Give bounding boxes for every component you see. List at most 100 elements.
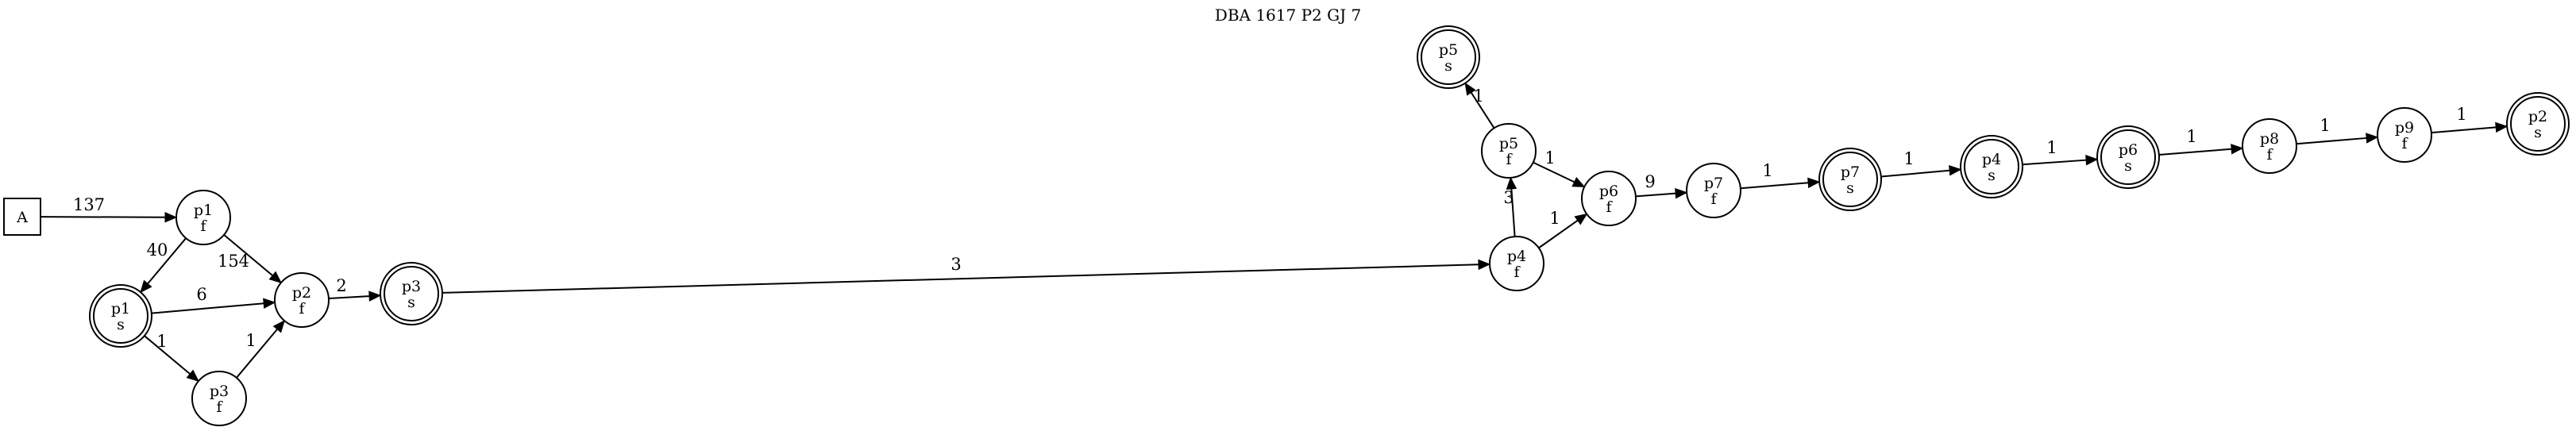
- edge-line: [223, 234, 273, 276]
- arrowhead: [186, 369, 199, 382]
- arrowhead: [164, 212, 178, 223]
- edge-line: [144, 335, 191, 375]
- edge-p3s-to-p4f: 3: [442, 255, 1491, 294]
- node-label-state: f: [216, 398, 223, 416]
- node-p3s: p3s: [380, 262, 443, 325]
- edge-line: [1635, 192, 1676, 198]
- node-label: A: [16, 209, 28, 226]
- node-label-state: f: [200, 217, 207, 235]
- node-label-state: f: [1606, 198, 1613, 216]
- arrowhead: [272, 320, 285, 333]
- node-p6f: p6f: [1581, 171, 1637, 226]
- node-circle: [2510, 96, 2566, 152]
- edge-label: 1: [1473, 87, 1483, 106]
- edge-label: 1: [1903, 149, 1914, 168]
- node-label-state: s: [1988, 167, 1996, 184]
- edge-p1f-to-p1s: 40: [140, 237, 187, 294]
- node-circle: [93, 288, 148, 344]
- edge-label: 3: [951, 255, 961, 274]
- graph-title: DBA 1617 P2 GJ 7: [1215, 6, 1361, 25]
- node-p2f: p2f: [274, 272, 330, 328]
- arrowhead: [263, 298, 276, 309]
- node-label-state: f: [299, 300, 306, 317]
- edge-p6s-to-p8f: 1: [2158, 127, 2244, 156]
- edge-label: 154: [218, 252, 249, 271]
- node-label-name: p3: [402, 278, 421, 295]
- node-label-name: p5: [1439, 41, 1458, 59]
- node-label-name: p4: [1982, 151, 2001, 168]
- node-label-state: s: [407, 294, 415, 311]
- edge-p4f-to-p6f: 1: [1538, 209, 1588, 249]
- edge-line: [1470, 92, 1495, 129]
- node-label-name: p3: [210, 383, 229, 400]
- edge-line: [1740, 182, 1809, 190]
- node-circle: [1421, 29, 1476, 85]
- edge-line: [2158, 148, 2232, 156]
- node-circle: [1822, 152, 1878, 207]
- node-label-name: p1: [111, 300, 130, 317]
- node-label-state: f: [1710, 190, 1718, 208]
- edge-label: 2: [336, 276, 346, 295]
- node-label-name: p7: [1704, 175, 1723, 192]
- node-circle: [2377, 107, 2432, 163]
- node-label-name: p6: [1599, 183, 1618, 200]
- node-circle: [384, 266, 439, 321]
- arrowhead: [1506, 176, 1517, 190]
- edge-p8f-to-p9f: 1: [2296, 116, 2379, 145]
- edge-p1f-to-p2f: 154: [218, 234, 282, 283]
- node-box: [3, 198, 41, 236]
- edge-line: [1880, 169, 1950, 178]
- node-p9f: p9f: [2377, 107, 2432, 163]
- node-A: A: [3, 198, 41, 236]
- node-p1f: p1f: [175, 190, 231, 245]
- arrowhead: [140, 279, 152, 294]
- edge-line: [2431, 126, 2497, 134]
- edge-p4s-to-p6s: 1: [2022, 138, 2099, 166]
- node-p6s: p6s: [2096, 125, 2160, 189]
- edge-label: 1: [1549, 209, 1560, 228]
- edge-line: [147, 237, 187, 285]
- edge-p1s-to-p2f: 6: [151, 285, 276, 314]
- node-label-state: s: [117, 316, 125, 333]
- edge-line: [442, 264, 1479, 294]
- edge-label: 1: [2046, 138, 2057, 157]
- node-circle: [274, 272, 330, 328]
- node-label-state: s: [1444, 57, 1452, 75]
- edge-A-to-p1f: 137: [40, 195, 178, 223]
- edge-line: [151, 302, 264, 314]
- edge-p3f-to-p2f: 1: [236, 320, 285, 379]
- node-circle: [2100, 129, 2156, 185]
- node-label-state: f: [1506, 151, 1513, 168]
- arrowhead: [1675, 187, 1688, 199]
- arrowhead: [368, 291, 382, 302]
- node-circle: [1964, 139, 2019, 194]
- node-circle: [1581, 171, 1637, 226]
- edge-label: 137: [73, 195, 105, 214]
- edge-line: [1533, 161, 1575, 183]
- node-p1s: p1s: [89, 284, 152, 348]
- edge-label: 1: [2320, 116, 2330, 135]
- edge-label: 1: [1762, 161, 1772, 180]
- edge-p1s-to-p3f: 1: [144, 332, 199, 382]
- edge-line: [328, 295, 370, 300]
- arrowhead: [1478, 259, 1491, 271]
- node-p5f: p5f: [1481, 123, 1537, 179]
- node-label-state: s: [2124, 157, 2132, 175]
- node-p2s: p2s: [2506, 92, 2570, 156]
- edge-label: 9: [1645, 172, 1655, 191]
- node-p3f: p3f: [191, 371, 247, 426]
- node-label-name: p2: [292, 284, 311, 302]
- node-label-name: p6: [2119, 141, 2138, 159]
- node-label-name: p7: [1841, 164, 1860, 181]
- edge-label: 1: [2456, 105, 2466, 124]
- edge-line: [2022, 159, 2087, 166]
- edge-line: [1538, 219, 1579, 249]
- node-circle: [1489, 236, 1544, 291]
- edge-p9f-to-p2s: 1: [2431, 105, 2509, 134]
- edge-label: 1: [2186, 127, 2196, 146]
- node-circle: [175, 190, 231, 245]
- node-label-name: p9: [2395, 119, 2414, 137]
- node-label-name: p2: [2528, 108, 2547, 125]
- node-circle: [191, 371, 247, 426]
